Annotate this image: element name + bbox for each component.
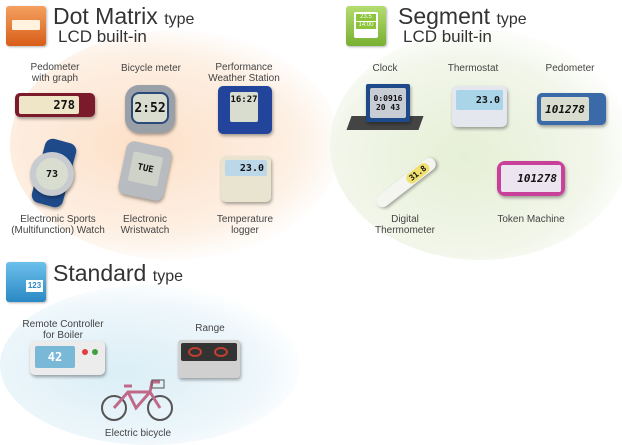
label-pedometer-graph: Pedometer with graph [30,62,80,84]
label-temperature-logger: Temperature logger [216,214,274,236]
temperature-logger-device: 23.0 [221,156,271,202]
label-digital-thermometer: Digital Thermometer [374,214,436,236]
label-clock: Clock [372,63,398,74]
label-pedometer: Pedometer [545,63,595,74]
token-machine-device: 101278 [497,161,565,196]
thermostat-device: 23.0 [452,86,507,127]
bicycle-meter-device: 2:52 [125,85,175,133]
standard-title: Standard type [53,260,183,286]
segment-subtitle: LCD built-in [403,27,492,46]
dot-matrix-subtitle: LCD built-in [58,27,147,46]
sports-watch-device: 73 [30,152,74,196]
boiler-remote-device: 42 [30,341,105,375]
label-range: Range [195,323,225,334]
pedometer-device: 101278 [537,93,606,125]
label-token-machine: Token Machine [497,214,565,225]
label-thermostat: Thermostat [447,63,499,74]
dot-matrix-lcd-icon [6,6,46,46]
label-boiler-remote: Remote Controller for Boiler [22,319,104,341]
electric-bicycle-icon [101,379,173,421]
segment-lcd-icon: 23.5 14:00 [346,6,386,46]
label-weather-station: Performance Weather Station [208,62,280,84]
weather-station-device: 16:27 [218,86,272,134]
segment-background [330,30,622,260]
segment-title: Segment type [398,3,527,29]
label-wristwatch: Electronic Wristwatch [120,214,170,236]
standard-lcd-icon: 123 [6,262,46,302]
label-sports-watch: Electronic Sports (Multifunction) Watch [11,214,105,236]
label-electric-bicycle: Electric bicycle [104,428,172,439]
range-device [178,340,240,378]
pedometer-graph-device: 278 [15,93,95,117]
dot-matrix-title: Dot Matrix type [53,3,195,29]
label-bicycle-meter: Bicycle meter [120,63,182,74]
